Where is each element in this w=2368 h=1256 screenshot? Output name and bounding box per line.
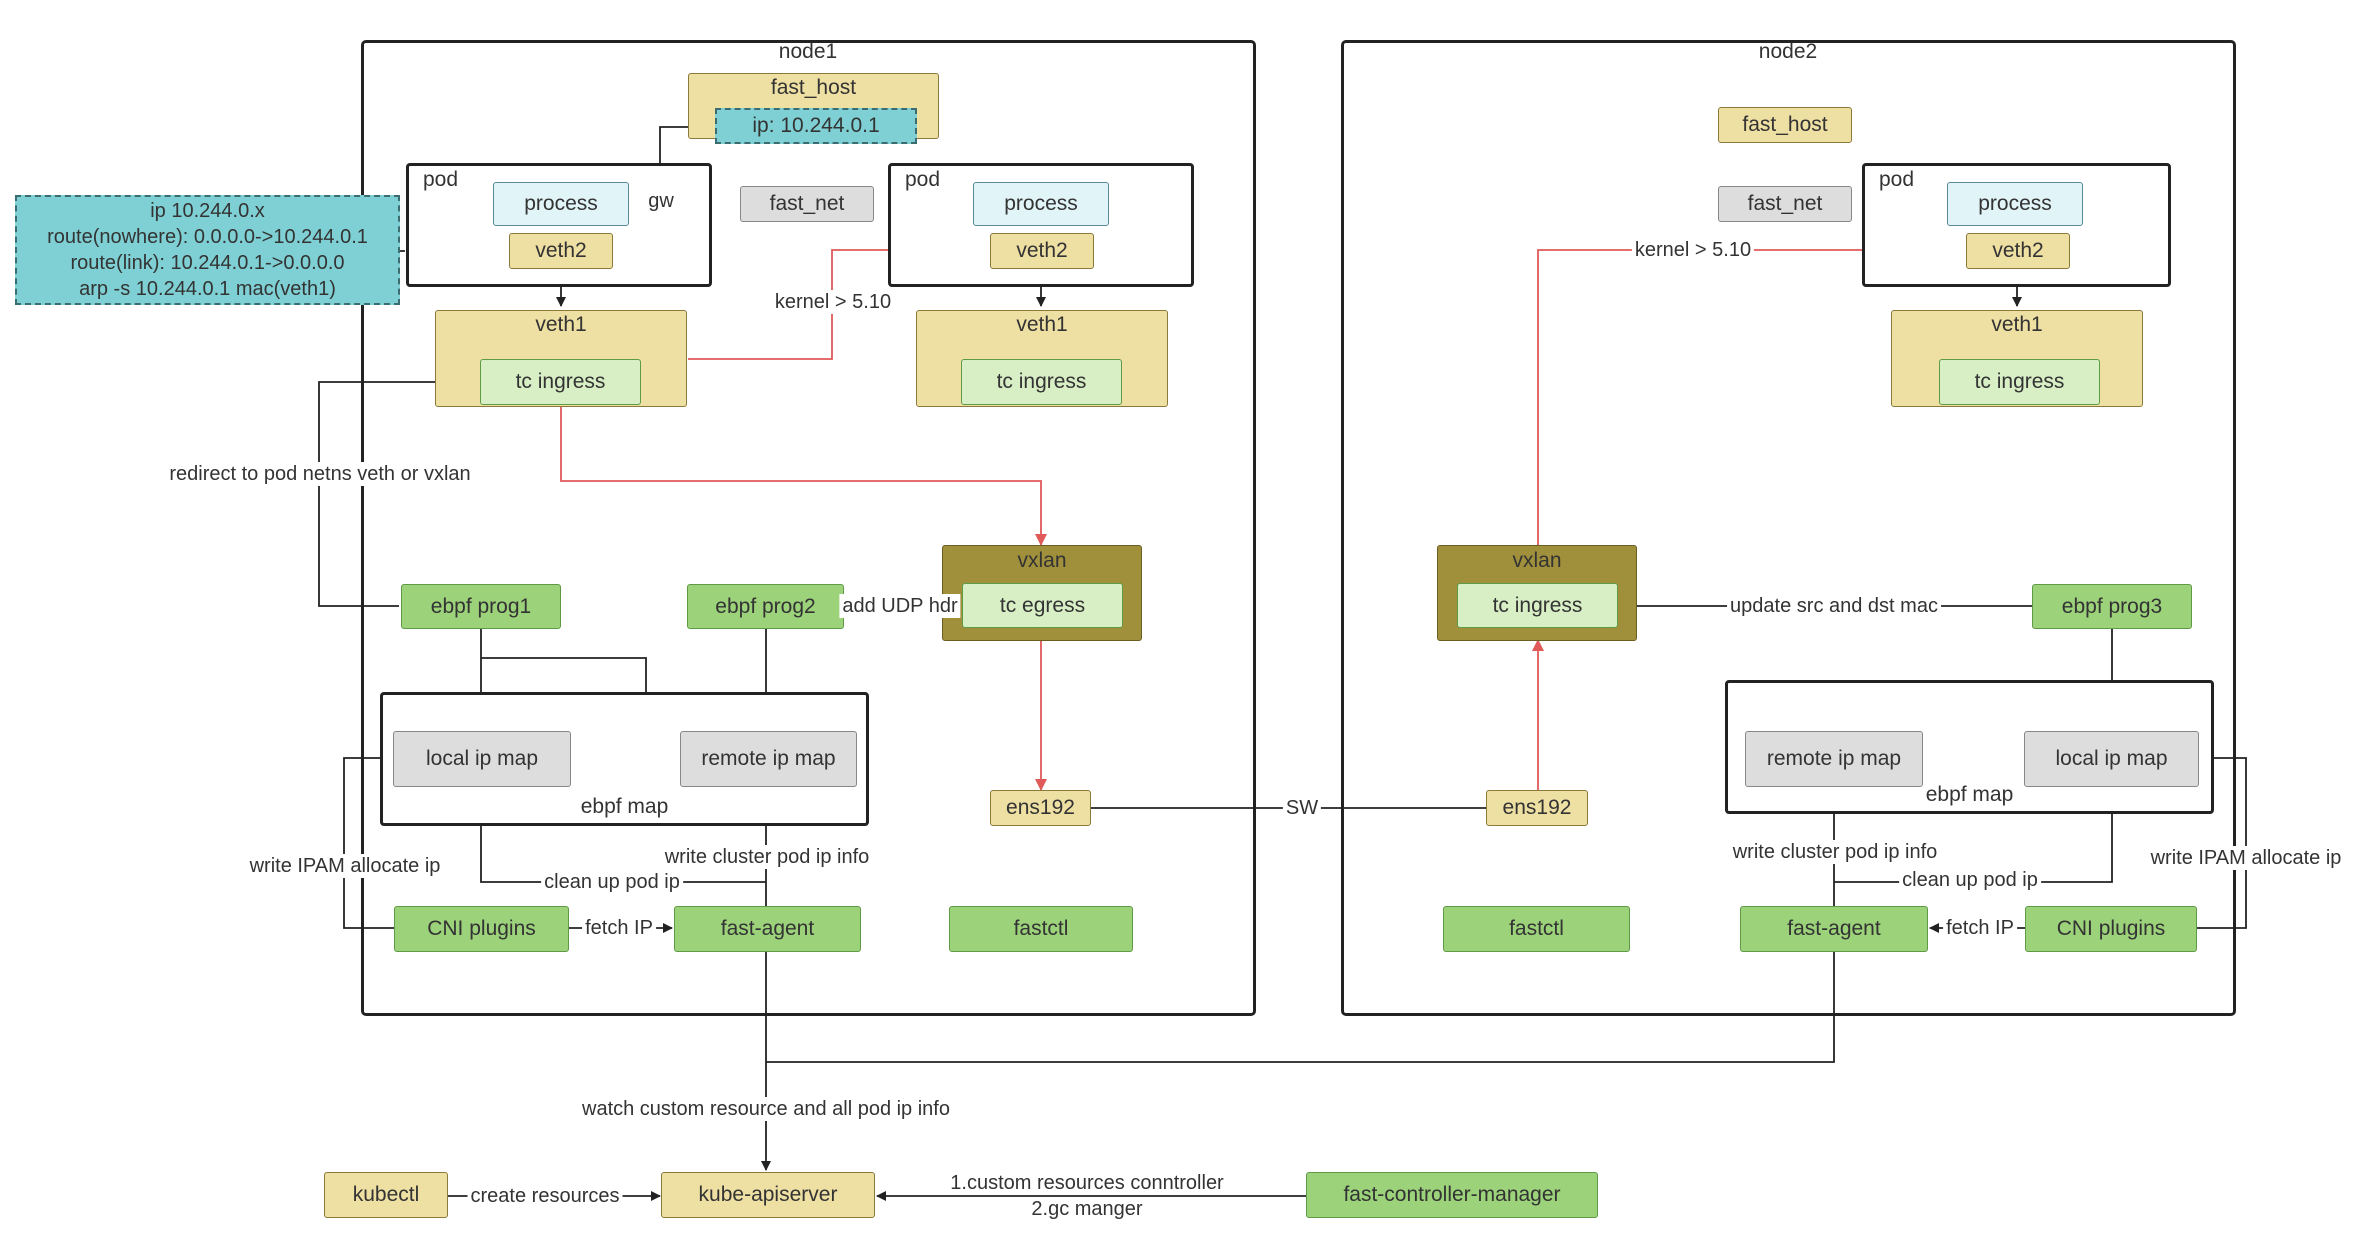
node1-pod-right-veth2[interactable]: veth2 xyxy=(990,233,1094,269)
label-write-cluster-left: write cluster pod ip info xyxy=(661,845,873,869)
node1-fastctl[interactable]: fastctl xyxy=(949,906,1133,952)
node2-ebpf-map-label: ebpf map xyxy=(1925,783,2014,806)
node2-fast-agent[interactable]: fast-agent xyxy=(1740,906,1928,952)
edge-write-ipam-left xyxy=(343,753,394,929)
node1-vxlan-label: vxlan xyxy=(1017,549,1067,572)
label-update-mac: update src and dst mac xyxy=(1727,594,1941,618)
node1-pod-left-title: pod xyxy=(423,168,459,191)
node1-fast-host-label: fast_host xyxy=(770,76,857,99)
node1-tc-ingress-right[interactable]: tc ingress xyxy=(961,359,1122,405)
node2-tc-ingress-vxlan[interactable]: tc ingress xyxy=(1457,583,1618,628)
label-gw: gw xyxy=(645,189,677,213)
edge-write-ipam-right xyxy=(2197,753,2247,929)
label-controller-line2: 2.gc manger xyxy=(1031,1198,1143,1220)
pod-route-info-line4: arp -s 10.244.0.1 mac(veth1) xyxy=(79,278,336,300)
node1-host-ip[interactable]: ip: 10.244.0.1 xyxy=(715,108,917,144)
pod-route-info-line1: ip 10.244.0.x xyxy=(150,200,265,222)
label-write-ipam-left: write IPAM allocate ip xyxy=(246,854,444,878)
node1-cni-plugins[interactable]: CNI plugins xyxy=(394,906,569,952)
pod-route-info-line2: route(nowhere): 0.0.0.0->10.244.0.1 xyxy=(47,226,368,248)
label-clean-right: clean up pod ip xyxy=(1899,868,2041,892)
edge-watch-right xyxy=(766,952,1835,1063)
node1-title: node1 xyxy=(778,40,838,63)
label-kernel-right: kernel > 5.10 xyxy=(1631,238,1755,262)
node2-title: node2 xyxy=(1758,40,1818,63)
node1-pod-left-veth2[interactable]: veth2 xyxy=(509,233,613,269)
pod-route-info-box: ip 10.244.0.x route(nowhere): 0.0.0.0->1… xyxy=(15,195,400,305)
label-add-udp: add UDP hdr xyxy=(839,594,961,618)
node2-pod-title: pod xyxy=(1879,168,1915,191)
node2-pod-veth2[interactable]: veth2 xyxy=(1966,233,2070,269)
node2-ebpf-prog3[interactable]: ebpf prog3 xyxy=(2032,584,2192,629)
kube-apiserver-box[interactable]: kube-apiserver xyxy=(661,1172,875,1218)
kubectl-box[interactable]: kubectl xyxy=(324,1172,448,1218)
node1-ebpf-prog1[interactable]: ebpf prog1 xyxy=(401,584,561,629)
pod-route-info-line3: route(link): 10.244.0.1->0.0.0.0 xyxy=(70,252,345,274)
node1-veth1-left-label: veth1 xyxy=(535,313,587,336)
node2-vxlan-label: vxlan xyxy=(1512,549,1562,572)
label-fetch-left: fetch IP xyxy=(582,916,656,940)
node2-pod-process[interactable]: process xyxy=(1947,182,2083,226)
node1-pod-right-process[interactable]: process xyxy=(973,182,1109,226)
label-write-cluster-right: write cluster pod ip info xyxy=(1729,840,1941,864)
label-kernel-left: kernel > 5.10 xyxy=(771,290,895,314)
node2-tc-ingress-pod[interactable]: tc ingress xyxy=(1939,359,2100,405)
node1-tc-ingress-left[interactable]: tc ingress xyxy=(480,359,641,405)
node1-ebpf-prog2[interactable]: ebpf prog2 xyxy=(687,584,844,629)
node1-tc-egress[interactable]: tc egress xyxy=(962,583,1123,628)
node1-remote-ip-map[interactable]: remote ip map xyxy=(680,731,857,787)
node2-cni-plugins[interactable]: CNI plugins xyxy=(2025,906,2197,952)
node1-ebpf-map-label: ebpf map xyxy=(580,795,669,818)
label-clean-left: clean up pod ip xyxy=(541,870,683,894)
node1-local-ip-map[interactable]: local ip map xyxy=(393,731,571,787)
label-fetch-right: fetch IP xyxy=(1943,916,2017,940)
fast-controller-manager-box[interactable]: fast-controller-manager xyxy=(1306,1172,1598,1218)
label-sw: SW xyxy=(1282,796,1322,820)
label-write-ipam-right: write IPAM allocate ip xyxy=(2147,846,2345,870)
node2-fast-net[interactable]: fast_net xyxy=(1718,186,1852,222)
edge-tc-to-vxlan xyxy=(560,406,1047,546)
label-redirect: redirect to pod netns veth or vxlan xyxy=(166,462,474,486)
label-create: create resources xyxy=(467,1184,623,1208)
node1-pod-right-title: pod xyxy=(905,168,941,191)
node2-veth1-label: veth1 xyxy=(1991,313,2043,336)
node2-ens192[interactable]: ens192 xyxy=(1486,790,1588,826)
node1-veth1-right-label: veth1 xyxy=(1016,313,1068,336)
node1-ens192[interactable]: ens192 xyxy=(990,790,1091,826)
node1-fast-net[interactable]: fast_net xyxy=(740,186,874,222)
node2-local-ip-map[interactable]: local ip map xyxy=(2024,731,2199,787)
node2-fastctl[interactable]: fastctl xyxy=(1443,906,1630,952)
node2-fast-host[interactable]: fast_host xyxy=(1718,107,1852,143)
edge-redirect xyxy=(318,377,480,607)
node1-frame xyxy=(361,40,1256,1016)
node1-pod-left-process[interactable]: process xyxy=(493,182,629,226)
label-watch: watch custom resource and all pod ip inf… xyxy=(579,1097,953,1121)
node2-frame xyxy=(1341,40,2236,1016)
label-controller-line1: 1.custom resources conntroller xyxy=(947,1171,1227,1195)
node2-remote-ip-map[interactable]: remote ip map xyxy=(1745,731,1923,787)
edge-kernel-right xyxy=(1537,244,1967,545)
node1-fast-agent[interactable]: fast-agent xyxy=(674,906,861,952)
